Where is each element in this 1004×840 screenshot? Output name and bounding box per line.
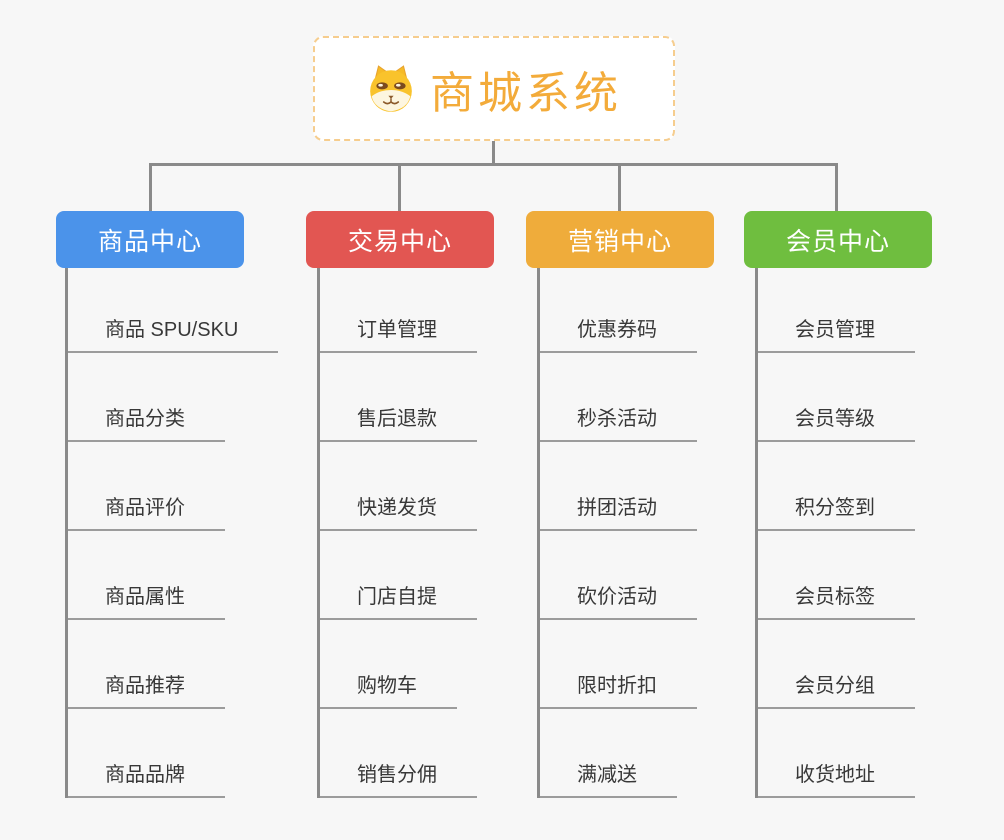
branch-column-trade-center: 订单管理 售后退款 快递发货 门店自提 购物车 销售分佣 (317, 268, 477, 798)
shiba-dog-icon (370, 64, 412, 112)
leaf-row: 收货地址 (755, 709, 915, 798)
leaf-row: 会员分组 (755, 620, 915, 709)
leaf-row: 购物车 (317, 620, 477, 709)
branch-column-marketing-center: 优惠券码 秒杀活动 拼团活动 砍价活动 限时折扣 满减送 (537, 268, 697, 798)
leaf-topic[interactable]: 限时折扣 (537, 669, 697, 709)
leaf-topic[interactable]: 会员分组 (755, 669, 915, 709)
branch-column-member-center: 会员管理 会员等级 积分签到 会员标签 会员分组 收货地址 (755, 268, 915, 798)
connector-drop-4 (835, 163, 838, 212)
leaf-topic[interactable]: 购物车 (317, 669, 457, 709)
leaf-topic[interactable]: 会员等级 (755, 402, 915, 442)
leaf-topic[interactable]: 商品 SPU/SKU (65, 313, 279, 353)
leaf-row: 商品属性 (65, 531, 278, 620)
leaf-row: 门店自提 (317, 531, 477, 620)
branch-header-marketing-center[interactable]: 营销中心 (526, 211, 714, 268)
connector-drop-1 (149, 163, 152, 212)
leaf-row: 砍价活动 (537, 531, 697, 620)
leaf-row: 会员管理 (755, 268, 915, 353)
leaf-row: 会员标签 (755, 531, 915, 620)
leaf-row: 商品品牌 (65, 709, 278, 798)
leaf-topic[interactable]: 会员标签 (755, 580, 915, 620)
connector-root-stub (492, 141, 495, 165)
leaf-row: 销售分佣 (317, 709, 477, 798)
leaf-topic[interactable]: 砍价活动 (537, 580, 697, 620)
leaf-topic[interactable]: 秒杀活动 (537, 402, 697, 442)
leaf-row: 售后退款 (317, 353, 477, 442)
leaf-topic[interactable]: 满减送 (537, 758, 677, 798)
leaf-topic[interactable]: 订单管理 (317, 313, 477, 353)
leaf-topic[interactable]: 售后退款 (317, 402, 477, 442)
root-node[interactable]: 商城系统 (313, 36, 675, 141)
leaf-row: 限时折扣 (537, 620, 697, 709)
leaf-topic[interactable]: 商品属性 (65, 580, 225, 620)
connector-drop-2 (398, 163, 401, 212)
leaf-topic[interactable]: 销售分佣 (317, 758, 477, 798)
root-title: 商城系统 (430, 68, 622, 118)
leaf-topic[interactable]: 商品评价 (65, 491, 225, 531)
leaf-row: 商品推荐 (65, 620, 278, 709)
leaf-row: 商品分类 (65, 353, 278, 442)
leaf-row: 商品 SPU/SKU (65, 268, 279, 353)
leaf-row: 订单管理 (317, 268, 477, 353)
leaf-row: 优惠券码 (537, 268, 697, 353)
leaf-row: 快递发货 (317, 442, 477, 531)
leaf-topic[interactable]: 商品品牌 (65, 758, 225, 798)
leaf-topic[interactable]: 商品分类 (65, 402, 225, 442)
branch-header-product-center[interactable]: 商品中心 (56, 211, 244, 268)
branch-column-product-center: 商品 SPU/SKU 商品分类 商品评价 商品属性 商品推荐 商品品牌 (65, 268, 279, 798)
leaf-row: 秒杀活动 (537, 353, 697, 442)
leaf-row: 积分签到 (755, 442, 915, 531)
leaf-topic[interactable]: 快递发货 (317, 491, 477, 531)
branch-header-member-center[interactable]: 会员中心 (744, 211, 932, 268)
leaf-topic[interactable]: 会员管理 (755, 313, 915, 353)
leaf-topic[interactable]: 收货地址 (755, 758, 915, 798)
leaf-row: 拼团活动 (537, 442, 697, 531)
leaf-topic[interactable]: 积分签到 (755, 491, 915, 531)
leaf-topic[interactable]: 门店自提 (317, 580, 477, 620)
connector-drop-3 (618, 163, 621, 212)
leaf-topic[interactable]: 拼团活动 (537, 491, 697, 531)
leaf-row: 会员等级 (755, 353, 915, 442)
leaf-topic[interactable]: 商品推荐 (65, 669, 225, 709)
leaf-row: 商品评价 (65, 442, 278, 531)
branch-header-trade-center[interactable]: 交易中心 (306, 211, 494, 268)
connector-bus (149, 163, 838, 166)
leaf-topic[interactable]: 优惠券码 (537, 313, 697, 353)
leaf-row: 满减送 (537, 709, 697, 798)
